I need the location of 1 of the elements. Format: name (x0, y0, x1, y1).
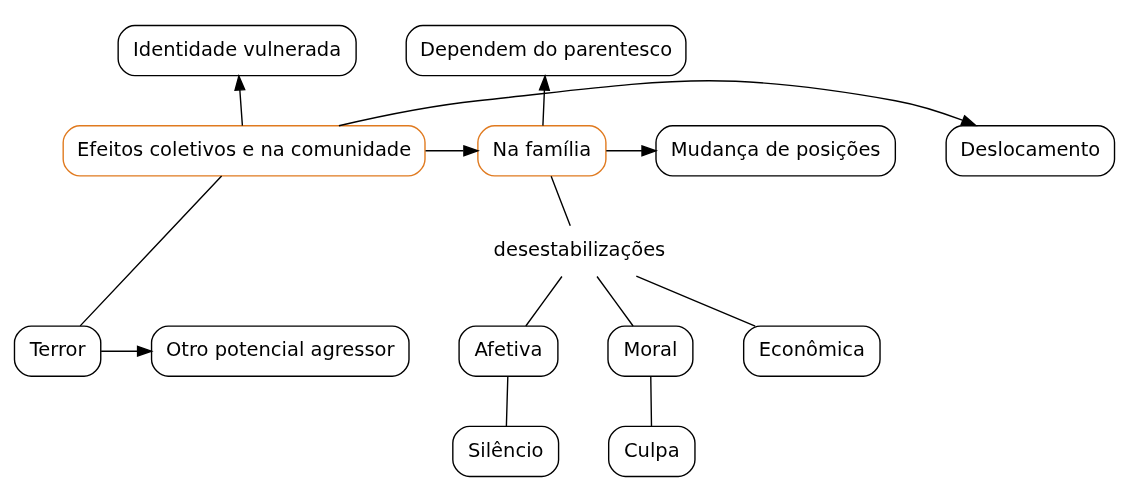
node-text: desestabilizações (493, 238, 666, 262)
